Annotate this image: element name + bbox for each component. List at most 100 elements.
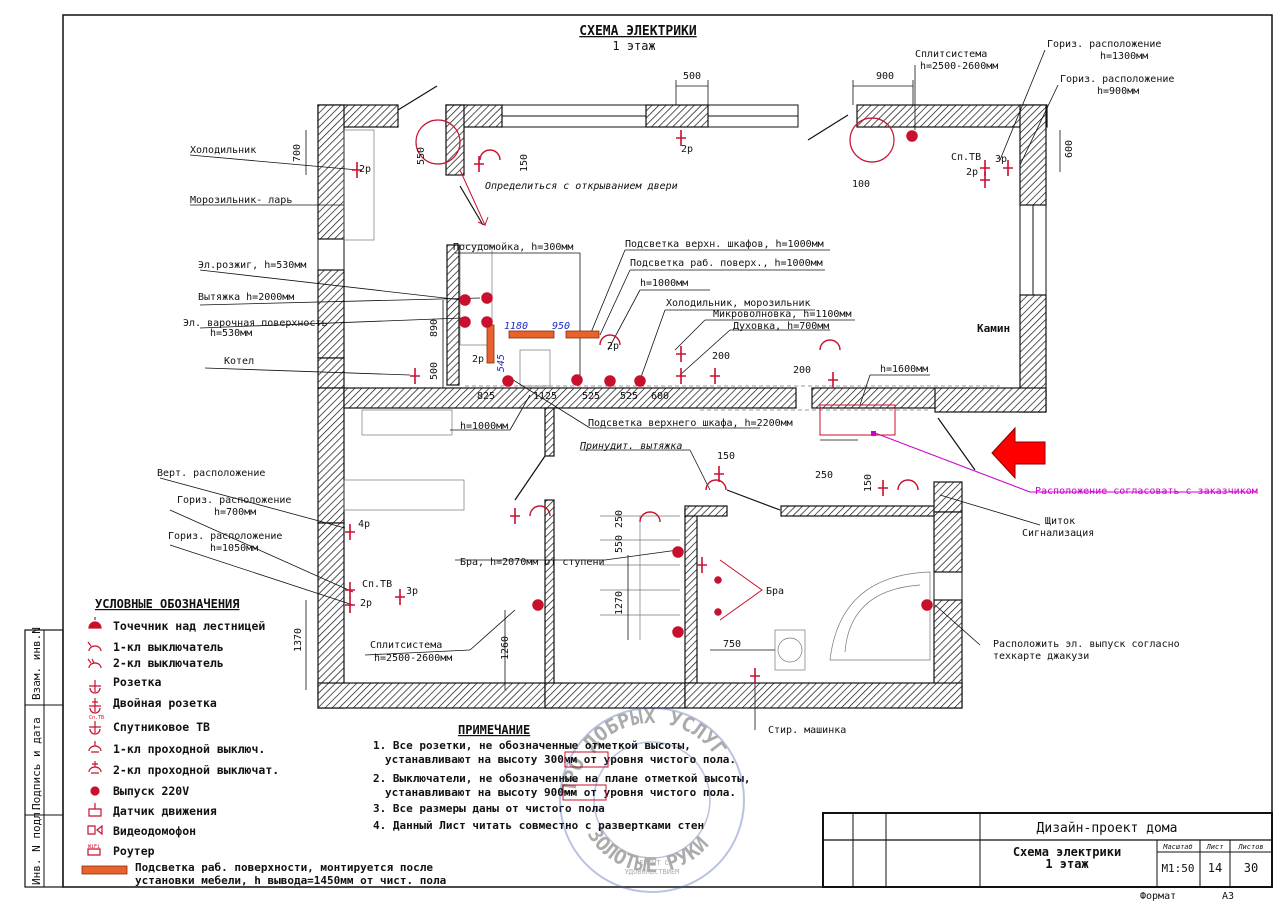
sheet-header: Лист [1206,843,1224,851]
note-1b: устанавливают на высоту 300мм от уровня … [385,753,736,766]
label-washer: Стир. машинка [768,725,846,736]
label-horiz-1050: Гориз. расположение [168,531,282,542]
dim-text: 750 [723,639,741,650]
windows [317,104,1047,601]
legend-item-label: Двойная розетка [113,696,217,710]
label-hob-1: Эл. варочная поверхность [183,318,328,329]
label-2p-c: 2р [966,167,978,178]
side-strip: Взам. инв.N Подпись и дата Инв. N подл. [24,627,64,888]
stamp-center-1: РЕМОНТ С [635,859,669,867]
stair-light-icon [88,617,102,629]
label-microwave: Микроволновка, h=1100мм [713,309,851,320]
dim-text: 150 [717,451,735,462]
note-3: 3. Все размеры даны от чистого пола [373,802,605,815]
label-forced-exhaust: Принудит. вытяжка [579,441,682,452]
legend: УСЛОВНЫЕ ОБОЗНАЧЕНИЯ Сп.ТВ WiFi Точечник… [81,597,446,887]
dim-text: 950 [552,321,570,332]
strip-light-3 [486,324,495,364]
scale-header: Масштаб [1162,843,1193,851]
label-2p-f: 2р [360,598,372,609]
sheets-header: Листов [1237,843,1263,851]
dimension-texts: 500 900 550 150 600 700 100 890 500 1180… [292,71,1075,660]
label-h1000-bottom: h=1000мм [460,421,508,432]
door-note-arrow [459,169,489,226]
label-2p-e: 2р [607,341,619,352]
walls [317,104,1048,709]
leader-lines [159,49,1059,730]
legend-item-label: 2-кл проходной выключат. [113,763,279,777]
label-jacuzzi-2: техкарте джакузи [993,651,1089,662]
label-horiz-700: Гориз. расположение [177,495,291,506]
door-light-circle [415,119,461,165]
notes: ПРИМЕЧАНИЕ 1. Все розетки, не обозначенн… [373,723,751,832]
label-panel: Щиток [1045,516,1075,527]
label-sp-tv: Сп.ТВ [951,152,981,163]
door-light-circle [849,117,895,163]
outlet-220-icon [459,294,471,306]
sheet-title-1: Схема электрики [1013,845,1121,859]
dim-text: 1180 [504,321,528,332]
label-h1000: h=1000мм [640,278,688,289]
strip-legend-label-1: Подсветка раб. поверхности, монтируется … [135,861,433,874]
label-2p-d: 2р [472,354,484,365]
label-work-light: Подсветка раб. поверх., h=1000мм [630,257,823,269]
outlet-220-icon [481,292,493,304]
dim-text: 550 [416,147,427,165]
label-3p-a: 3р [995,154,1007,165]
outlet-220-icon [532,599,544,611]
outlet-220-icon [906,130,918,142]
dim-text: 525 [582,391,600,402]
legend-item-label: 2-кл выключатель [113,656,224,670]
dim-text: 250 [614,510,625,528]
dim-text: 1270 [614,591,625,615]
sheet-value: 14 [1208,861,1222,875]
dim-text: 500 [429,362,440,380]
outlet-220-icon [571,374,583,386]
label-boiler: Котел [224,356,254,367]
panel-box [819,404,896,436]
outlet-220-icon [459,316,471,328]
label-upper-cab-light: Подсветка верхн. шкафов, h=1000мм [625,238,824,250]
socket-icon [345,130,1013,684]
label-hood: Вытяжка h=2000мм [198,292,294,303]
label-fridge: Холодильник [190,145,256,156]
tv-tag: Сп.ТВ [89,715,104,721]
outlet-220-icon [481,316,493,328]
dim-text: 600 [651,391,669,402]
plan-title: СХЕМА ЭЛЕКТРИКИ [579,24,697,39]
side-label-replace: Взам. инв.N [30,627,43,700]
legend-item-label: 1-кл проходной выключ. [113,742,265,756]
scale-value: М1:50 [1161,862,1194,875]
strip-light-1 [508,330,555,339]
annotation-texts: Холодильник Морозильник- ларь Эл.розжиг,… [157,39,1258,736]
label-horiz-700-h: h=700мм [214,507,256,518]
outlet-220-icon [90,786,100,796]
label-split-top-h: h=2500-2600мм [920,61,998,72]
label-alarm: Сигнализация [1022,528,1094,539]
sconce-icon [714,576,722,584]
sconce-icon [714,608,722,616]
sconce-leaders [719,559,763,621]
label-door-note: Определиться с открыванием двери [485,181,678,192]
legend-item-label: Видеодомофон [113,824,196,838]
label-split-bottom-h: h=2500-2600мм [374,653,452,664]
legend-item-label: Выпуск 220V [113,784,189,798]
label-sconce: Бра [766,586,784,597]
label-split-top: Сплитсистема [915,49,987,60]
side-label-inv: Инв. N подл. [30,806,43,885]
router-icon [87,848,101,856]
label-3p-b: 3р [406,586,418,597]
entrance-arrow-icon [991,426,1046,480]
legend-item-label: Точечник над лестницей [113,619,265,633]
label-agree: Расположение согласовать с заказчиком [1035,486,1258,497]
switch-1-icon [479,149,919,523]
magenta-marker [871,431,876,436]
router-tag: WiFi [88,844,100,850]
electrical-symbols [345,117,1013,684]
double-socket-icon [89,698,101,714]
note-2a: 2. Выключатели, не обозначенные на плане… [373,772,751,785]
agree-leader [874,432,1031,493]
legend-title: УСЛОВНЫЕ ОБОЗНАЧЕНИЯ [95,597,240,611]
outlet-220-icon [672,626,684,638]
